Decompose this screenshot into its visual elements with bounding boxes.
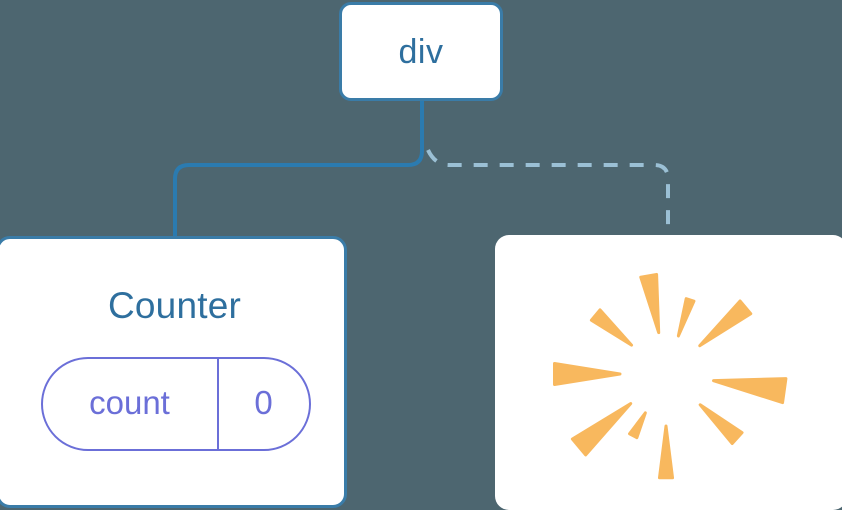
state-pill-count[interactable]: count 0 <box>40 357 311 451</box>
burst-ray-1 <box>639 272 661 335</box>
node-div-label: div <box>398 32 444 71</box>
burst-ray-5 <box>553 361 622 387</box>
burst-ray-10 <box>628 411 647 440</box>
state-pill-divider <box>216 359 219 449</box>
node-div[interactable]: div <box>339 2 503 101</box>
burst-ray-2 <box>676 297 696 338</box>
edge-div-to-counter <box>173 100 424 240</box>
sparkle-burst-icon <box>553 272 788 480</box>
node-counter-label: Counter <box>107 285 242 326</box>
burst-ray-3 <box>589 308 634 347</box>
node-counter[interactable]: Counter count 0 <box>0 236 347 508</box>
node-burst[interactable] <box>495 235 842 510</box>
burst-ray-7 <box>570 402 633 457</box>
state-pill-key: count <box>89 384 170 421</box>
burst-ray-6 <box>712 377 788 405</box>
burst-ray-4 <box>698 299 753 348</box>
burst-ray-9 <box>657 424 675 480</box>
state-pill-value: 0 <box>254 384 273 421</box>
edge-div-to-burst <box>426 149 670 240</box>
burst-ray-8 <box>698 403 744 446</box>
